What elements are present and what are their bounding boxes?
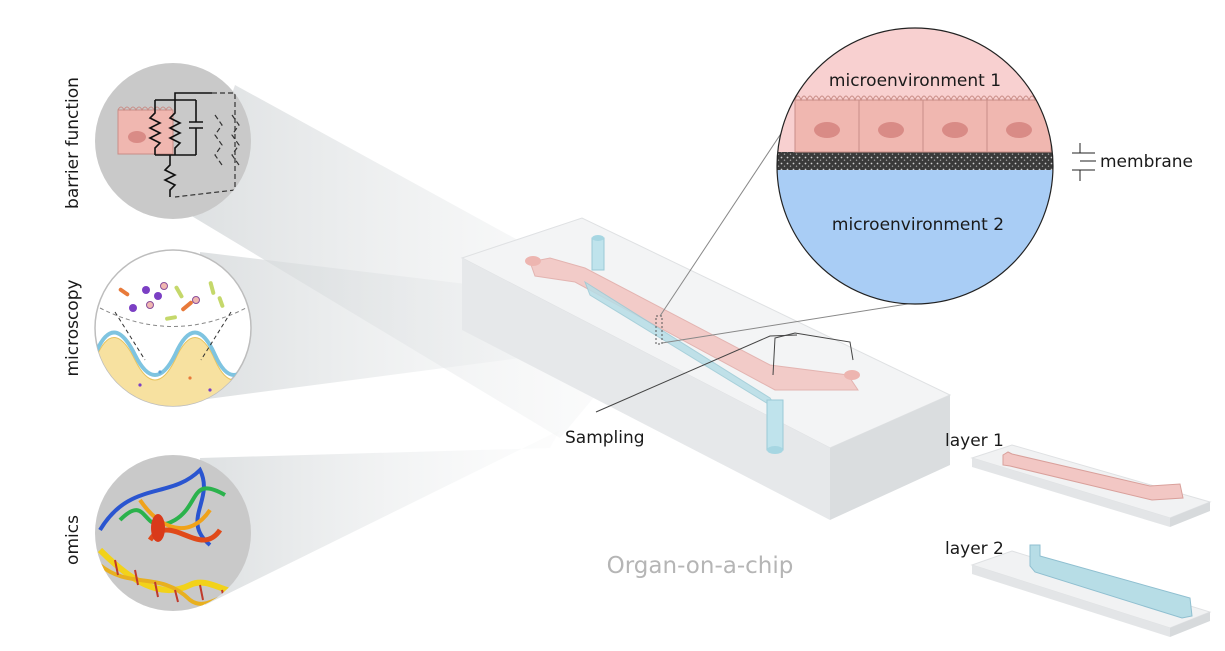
membrane-label: membrane [1100,152,1193,172]
barrier-function-label: barrier function [63,77,83,209]
omics-label: omics [63,515,83,565]
microscopy-cone [200,252,620,400]
zoom-lines [659,119,921,344]
layer-1-label: layer 1 [945,431,1004,451]
microenvironment-2-label: microenvironment 2 [832,215,1004,235]
layer-2-icon [970,544,1212,637]
microscopy-icon: microscopy [63,249,252,407]
microenvironment-1-label: microenvironment 1 [829,71,1001,91]
organ-on-a-chip-title: Organ-on-a-chip [607,553,794,579]
upper-channel [529,257,859,391]
barrier-function-icon: barrier function [63,63,251,219]
layer-1-icon [970,444,1212,527]
chip-icon [460,217,952,520]
omics-cone [200,430,560,605]
membrane-zoom-icon: microenvironment 1 microenvironment 2 me… [776,27,1193,305]
layer-2-label: layer 2 [945,539,1004,559]
microscopy-label: microscopy [63,279,83,376]
omics-icon: omics [63,455,251,611]
sampling-leaders [595,332,854,413]
sampling-label: Sampling [565,428,645,448]
